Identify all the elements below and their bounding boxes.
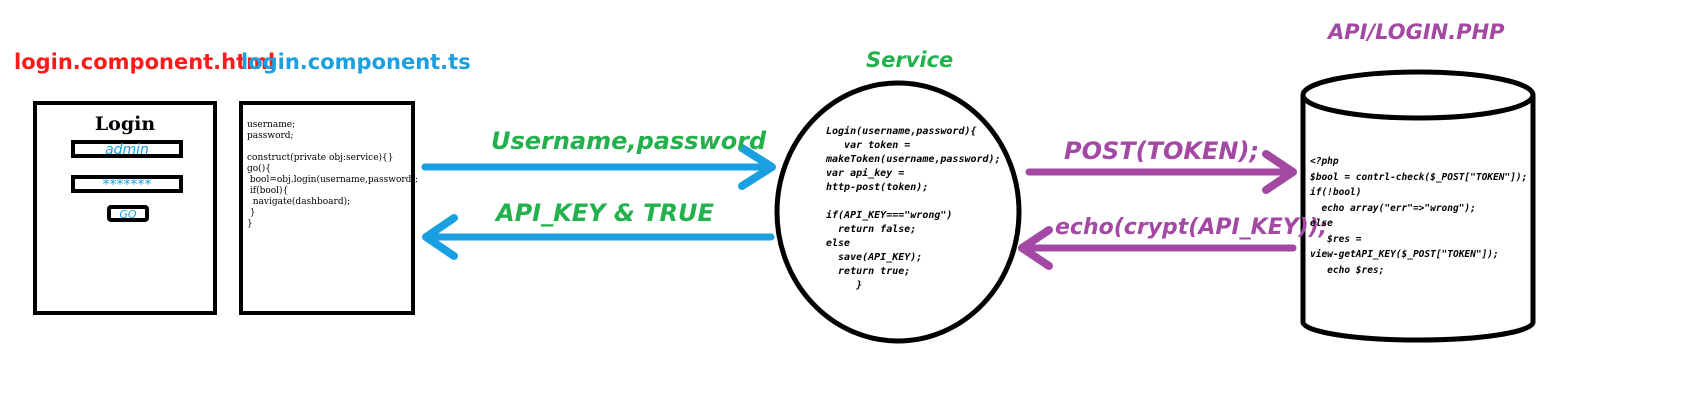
ts-code-line: } — [247, 219, 253, 229]
php-code-line: if(!bool) — [1310, 187, 1362, 198]
service-circle — [774, 80, 1022, 344]
service-code-line: } — [826, 280, 863, 291]
login-html-panel: Login admin ******* GO — [33, 101, 217, 315]
arrow-label-to-php: POST(TOKEN); — [1064, 137, 1260, 165]
service-code-line: else — [826, 238, 851, 249]
service-code-line: var token = — [826, 140, 911, 151]
service-code-line: return false; — [826, 224, 917, 235]
php-code-line: echo $res; — [1310, 264, 1385, 276]
service-code-block: Login(username,password){ var token = mak… — [826, 125, 1001, 293]
ts-code-line: construct(private obj:service){} — [247, 153, 394, 163]
service-code-line: Login(username,password){ — [826, 126, 977, 137]
service-code-line: return true; — [826, 266, 911, 277]
service-code-line: var api_key = — [826, 168, 905, 179]
ts-code-line: if(bool){ — [247, 186, 289, 196]
arrow-from-service — [422, 214, 775, 260]
php-cylinder — [1300, 69, 1536, 343]
service-code-line: makeToken(username,password); — [826, 154, 1001, 165]
go-button[interactable]: GO — [107, 205, 149, 222]
service-label: Service — [866, 48, 954, 72]
service-code-line: save(API_KEY); — [826, 252, 923, 263]
arrow-label-from-service: API_KEY & TRUE — [496, 199, 714, 227]
arrow-to-service — [421, 144, 776, 190]
ts-code-line: username; — [247, 120, 296, 130]
login-ts-panel: username;password; construct(private obj… — [239, 101, 418, 315]
service-code-line: if(API_KEY==="wrong") — [826, 210, 953, 221]
php-code-line: echo array("err"=>"wrong"); — [1310, 202, 1476, 214]
ts-file-label: login.component.ts — [241, 50, 471, 74]
ts-code-line: bool=obj.login(username,password); — [247, 175, 418, 185]
service-code-line: http-post(token); — [826, 182, 929, 193]
ts-code-line: password; — [247, 131, 294, 141]
arrow-label-to-service: Username,password — [491, 127, 767, 155]
ts-code-line: go(){ — [247, 164, 271, 174]
arrow-from-php — [1018, 226, 1297, 270]
php-code-line: view-getAPI_KEY($_POST["TOKEN"]); — [1310, 249, 1499, 260]
ts-code-block: username;password; construct(private obj… — [247, 120, 418, 230]
password-field[interactable]: ******* — [71, 175, 183, 193]
service-code-line — [826, 195, 1001, 209]
php-code-line: <?php — [1310, 156, 1339, 167]
php-code-line: $res = — [1310, 233, 1362, 245]
username-field[interactable]: admin — [71, 140, 183, 158]
arrow-to-php — [1025, 150, 1297, 194]
ts-code-line: } — [247, 208, 256, 218]
php-file-label: API/LOGIN.PHP — [1328, 20, 1505, 44]
login-title: Login — [94, 113, 156, 135]
php-code-line: else — [1310, 218, 1333, 229]
html-file-label: login.component.html — [14, 50, 276, 74]
arrow-label-from-php: echo(crypt(API_KEY)); — [1055, 215, 1328, 240]
php-code-line: $bool = contrl-check($_POST["TOKEN"]); — [1310, 171, 1528, 183]
php-code-block: <?php $bool = contrl-check($_POST["TOKEN"… — [1310, 154, 1527, 278]
ts-code-line: navigate(dashboard); — [247, 197, 351, 207]
